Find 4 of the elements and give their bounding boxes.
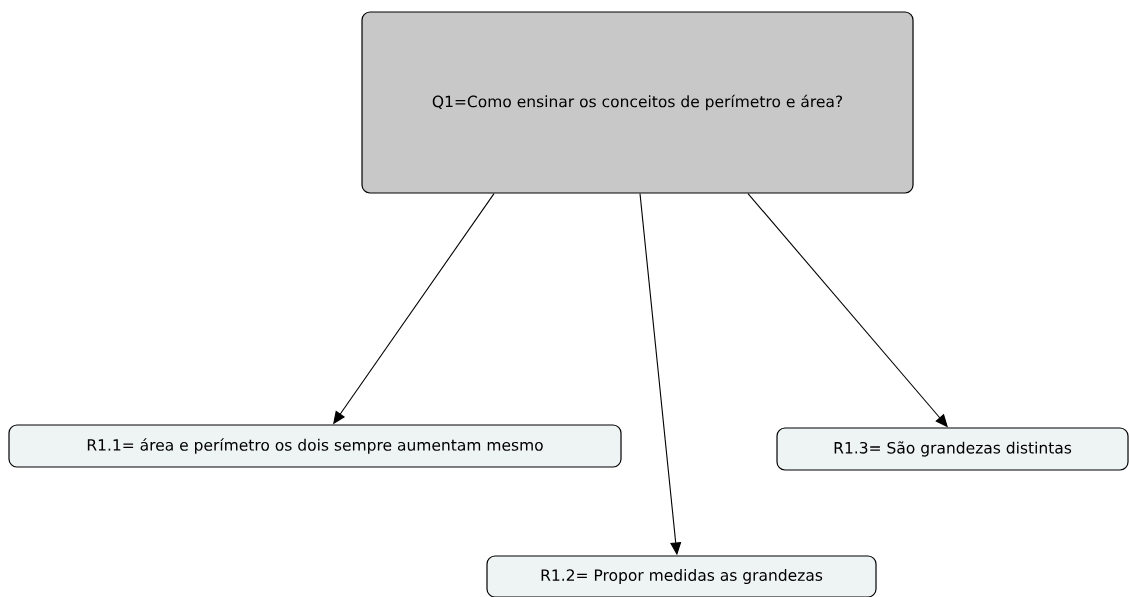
question-box: Q1=Como ensinar os conceitos de perímetro e área? [361,11,914,194]
answer-box: R1.3= São grandezas distintas [776,427,1129,471]
answer-box: R1.1= área e perímetro os dois sempre aumentam mesmo [8,424,622,468]
answer-box: R1.2= Propor medidas as grandezas [486,555,877,597]
